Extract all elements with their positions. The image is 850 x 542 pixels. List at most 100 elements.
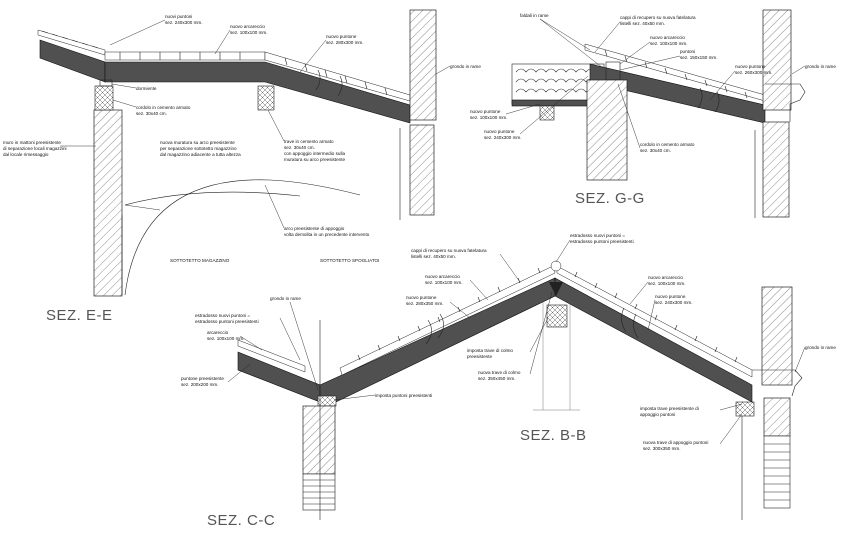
ee-left-tile-row xyxy=(41,30,99,49)
ee-label-nuovo-puntone-sez: sez. 280x300 mm. xyxy=(326,40,364,45)
bb-left-rafter xyxy=(319,277,556,403)
cc-label-grondo: grondo in rame xyxy=(270,296,301,301)
ee-label-arco-1: arco preesistente di appoggio xyxy=(284,226,345,231)
bb-right-tile-joints xyxy=(574,271,738,363)
ee-left-rafter xyxy=(39,39,106,83)
gg-label-nuovo-puntone-small: nuovo puntone xyxy=(470,109,501,114)
gg-label-nuovo-puntone-b-sez: sez. 240x300 mm. xyxy=(484,135,522,140)
section-title-e-e: SEZ. E-E xyxy=(46,307,113,324)
bb-annotations: cappi di recupero su nuova fatelatura li… xyxy=(406,233,836,451)
cc-label-imposta-puntoni: imposta puntoni preesistenti xyxy=(375,393,432,398)
ee-ridge-cover xyxy=(104,51,266,61)
bb-label-trave-colmo-2: sez. 350x450 mm. xyxy=(478,376,516,381)
gg-annotations: faldali in rame cappi di recupero su nuo… xyxy=(470,13,836,153)
gg-label-nuovo-puntone-sez: sez. 260x300 mm. xyxy=(735,70,773,75)
bb-label-imposta-trave-1: imposta trave preesistente di xyxy=(640,406,699,411)
bb-break-right xyxy=(621,307,639,339)
cc-wall-cap xyxy=(317,395,337,407)
ee-label-muratura-2: per separazione sottotetto magazzino xyxy=(160,146,237,151)
ee-label-muro-2: di separazione locali magazzini xyxy=(3,146,67,151)
ee-label-sottotetto-spogliatoi: SOTTOTETTO SPOGLIATOI xyxy=(320,258,379,263)
ee-left-cordolo xyxy=(94,85,114,111)
bb-label-nuovo-arcareccio: nuovo arcareccio xyxy=(425,274,460,279)
gg-curved-tiles xyxy=(515,68,597,93)
gg-label-nuovo-arcareccio: nuovo arcareccio xyxy=(650,35,685,40)
ee-label-grondo: grondo in rame xyxy=(450,64,481,69)
ee-annotations: nuovi puntoni sez. 240x300 mm. nuovo arc… xyxy=(3,14,481,263)
bb-label-estradosso-2: estradosso puntoni preesistenti xyxy=(570,239,634,244)
section-title-c-c: SEZ. C-C xyxy=(207,512,275,529)
section-title-g-g: SEZ. G-G xyxy=(575,190,645,207)
bb-label-nuovo-puntone-sez: sez. 280x350 mm. xyxy=(406,301,444,306)
gg-cornice xyxy=(765,83,806,122)
bb-label-nuova-trave-1: nuova trave di appoggio puntoni xyxy=(643,440,708,445)
bb-right-cornice xyxy=(752,369,803,397)
gg-label-cordolo-sez: sez. 30x40 cm. xyxy=(640,148,671,153)
bb-break-left xyxy=(425,313,444,345)
bb-label-cappi-2: listelli sez. 40x50 mm. xyxy=(411,254,456,259)
gg-label-nuovo-puntone: nuovo puntone xyxy=(735,64,766,69)
bb-label-estradosso-1: estradosso nuovi puntoni = xyxy=(570,233,625,238)
bb-label-nuova-trave-2: sez. 300x350 mm. xyxy=(643,446,681,451)
bb-label-grondo: grondo in rame xyxy=(805,345,836,350)
section-title-b-b: SEZ. B-B xyxy=(520,427,587,444)
bb-right-support xyxy=(735,401,755,417)
ee-label-trave-3: con appoggio intermedio sulla xyxy=(284,151,345,156)
gg-label-cordolo: cordolo in cemento armato xyxy=(640,142,695,147)
gg-label-faldali: faldali in rame xyxy=(520,13,549,18)
gg-label-cappi-2: listelli sez. 40x50 mm. xyxy=(620,21,665,26)
cc-label-arcareccio: arcareccio xyxy=(207,330,229,335)
ee-arch xyxy=(124,179,361,296)
ee-label-cordolo: cordolo in cemento armato xyxy=(136,105,191,110)
bb-right-rafter xyxy=(554,277,753,403)
gg-break-symbol xyxy=(697,87,720,113)
section-c-c-and-b-b: grondo in rame estradosso nuovi puntoni … xyxy=(181,233,836,529)
bb-right-wall-bricks xyxy=(763,435,791,509)
ee-label-nuovi-puntoni: nuovi puntoni xyxy=(165,14,192,19)
bb-label-nuovo-arcareccio-sez: sez. 100x100 mm. xyxy=(425,280,463,285)
ee-label-cordolo-sez: sez. 30x40 cm. xyxy=(136,111,167,116)
bb-right-wall xyxy=(763,397,791,437)
ee-label-nuovo-puntone: nuovo puntone xyxy=(326,34,357,39)
bb-ridge-beam xyxy=(549,282,563,296)
gg-left-wall xyxy=(586,79,628,181)
bb-label-nuovo-puntone-r-sez: sez. 240x300 mm. xyxy=(655,300,693,305)
bb-right-chimney xyxy=(761,286,793,386)
bb-ridge-roll xyxy=(550,260,562,272)
gg-right-chimney xyxy=(762,9,792,111)
section-g-g: faldali in rame cappi di recupero su nuo… xyxy=(470,9,836,218)
cc-annotations: grondo in rame estradosso nuovi puntoni … xyxy=(181,296,432,401)
ee-label-muro-1: muro in mattoni preesistente xyxy=(3,140,61,145)
ee-label-trave-1: trave in cemento armato xyxy=(284,139,334,144)
bb-ridge-post xyxy=(546,304,568,328)
bb-label-nuovo-puntone-r: nuovo puntone xyxy=(655,294,686,299)
gg-label-nuovo-puntone-b: nuovo puntone xyxy=(484,129,515,134)
gg-small-block xyxy=(539,105,555,121)
gg-right-wall xyxy=(762,121,790,218)
cc-label-arcareccio-sez: sez. 100x100 mm. xyxy=(207,336,245,341)
ee-tile-joints xyxy=(119,52,388,96)
bb-label-nuovo-arcareccio-r-sez: sez. 100x100 mm. xyxy=(648,281,686,286)
bb-label-imposta-colmo-2: preesistente xyxy=(467,354,492,359)
ee-mid-cordolo xyxy=(257,85,275,111)
cc-wall xyxy=(302,405,336,475)
ee-label-sottotetto-magazzino: SOTTOTETTO MAGAZZINO xyxy=(170,258,230,263)
bb-label-imposta-trave-2: appoggio puntoni xyxy=(640,412,675,417)
ee-right-wall xyxy=(409,124,435,216)
ee-label-trave-2: sez. 30x40 cm. xyxy=(284,145,315,150)
cc-label-estradosso-2: estradosso puntoni preesistenti xyxy=(195,319,259,324)
ee-main-rafter xyxy=(104,61,411,124)
bb-label-imposta-colmo-1: imposta trave di colmo xyxy=(467,348,513,353)
ee-label-nuovi-puntoni-sez: sez. 240x300 mm. xyxy=(165,20,203,25)
ee-label-muratura-3: dal magazzino adiacente a tutta altezza xyxy=(160,152,241,157)
gg-label-nuovo-arcareccio-sez: sez. 100x100 mm. xyxy=(650,41,688,46)
ee-dormiente xyxy=(99,79,113,87)
cc-label-estradosso-1: estradosso nuovi puntoni = xyxy=(195,313,250,318)
bb-label-nuovo-puntone: nuovo puntone xyxy=(406,295,437,300)
cc-label-puntone-sez: sez. 200x200 mm. xyxy=(181,382,219,387)
cc-left-tiles xyxy=(237,339,306,373)
gg-label-grondo: grondo in rame xyxy=(805,64,836,69)
gg-tile-joints xyxy=(604,49,748,99)
ee-label-dormiente: dormiente xyxy=(136,86,157,91)
